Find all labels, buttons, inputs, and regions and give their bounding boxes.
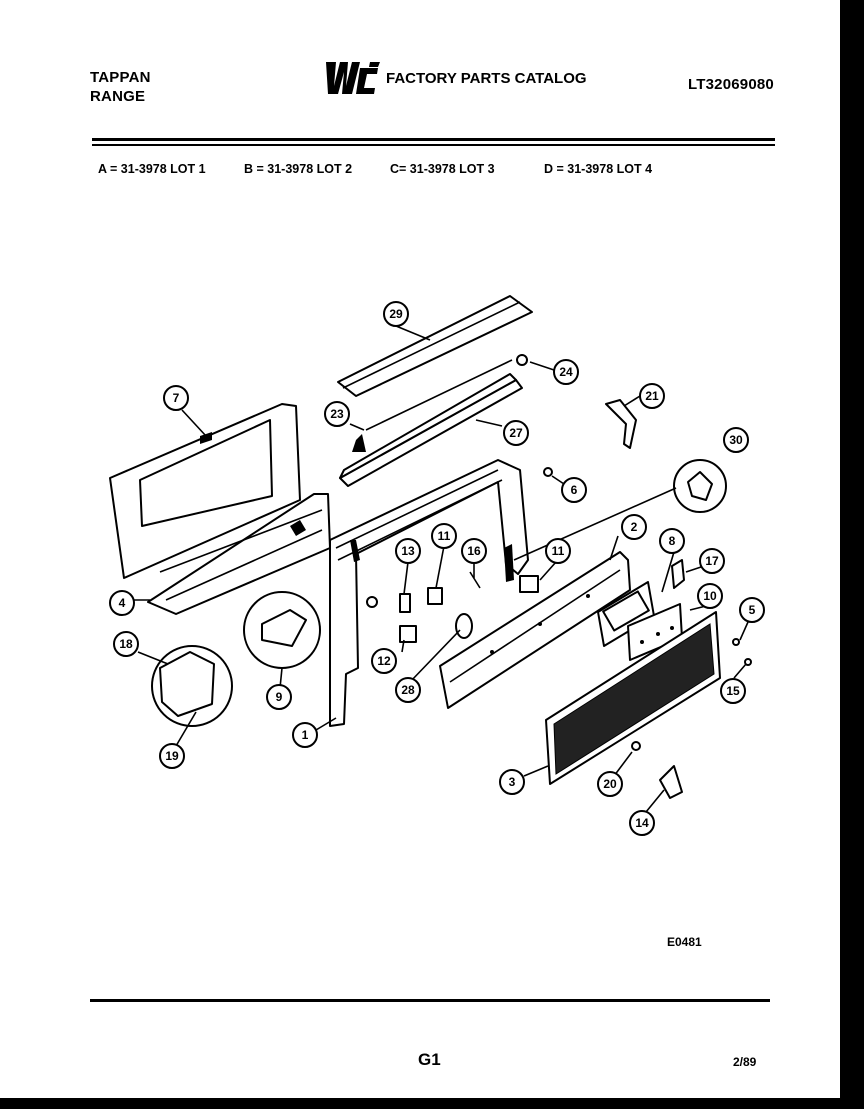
callout-14: 14 [629,810,655,836]
svg-text:5: 5 [749,603,756,617]
callout-27: 27 [503,420,529,446]
callout-20: 20 [597,771,623,797]
part-4-trim [147,493,331,615]
callout-21: 21 [639,383,665,409]
part-7-panel [109,403,301,579]
svg-text:10: 10 [703,589,717,603]
svg-text:1: 1 [302,728,309,742]
svg-text:13: 13 [401,544,415,558]
catalog-title: FACTORY PARTS CATALOG [386,69,587,87]
exploded-parts-diagram: 29 24 7 23 27 21 30 6 13 11 16 11 2 8 17… [109,295,765,836]
svg-text:20: 20 [603,777,617,791]
detail-30 [673,459,727,513]
svg-text:21: 21 [645,389,659,403]
svg-text:27: 27 [509,426,523,440]
small-components [366,399,752,799]
callout-18: 18 [113,631,139,657]
svg-text:3: 3 [509,775,516,789]
wci-logo-icon [326,62,380,94]
callout-29: 29 [383,301,409,327]
product-type: RANGE [90,88,146,105]
callout-24: 24 [553,359,579,385]
svg-text:28: 28 [401,683,415,697]
brand-name: TAPPAN [90,69,151,86]
lot-d: D = 31-3978 LOT 4 [544,162,653,176]
svg-text:14: 14 [635,816,649,830]
svg-text:2: 2 [631,520,638,534]
svg-text:30: 30 [729,433,743,447]
svg-text:17: 17 [705,554,719,568]
callout-13: 13 [395,538,421,564]
footer-rule [90,999,770,1002]
svg-text:12: 12 [377,654,391,668]
part-17-clip [671,559,685,589]
callout-11a: 11 [431,523,457,549]
callout-4: 4 [109,590,135,616]
callout-5: 5 [739,597,765,623]
svg-text:6: 6 [571,483,578,497]
header-rule [92,138,775,141]
callout-28: 28 [395,677,421,703]
detail-9 [243,591,321,669]
callout-2: 2 [621,514,647,540]
svg-text:23: 23 [330,407,344,421]
lot-a: A = 31-3978 LOT 1 [98,162,206,176]
catalog-page: TAPPAN RANGE FACTORY PARTS CATALOG LT320… [0,0,840,1098]
svg-text:24: 24 [559,365,573,379]
svg-text:7: 7 [173,391,180,405]
callout-12: 12 [371,648,397,674]
part-29-trim [337,295,533,397]
lot-c: C= 31-3978 LOT 3 [390,162,495,176]
callout-19: 19 [159,743,185,769]
part-3-glass [545,611,721,785]
callout-7: 7 [163,385,189,411]
svg-text:4: 4 [119,596,126,610]
svg-text:11: 11 [438,529,451,543]
svg-text:16: 16 [467,544,481,558]
brand-block: TAPPAN RANGE [90,68,151,106]
callout-16: 16 [461,538,487,564]
callout-10: 10 [697,583,723,609]
callout-3: 3 [499,769,525,795]
lot-b: B = 31-3978 LOT 2 [244,162,353,176]
header-rule-thin [92,144,775,146]
page-number: G1 [418,1050,441,1069]
detail-18-19 [151,645,233,727]
svg-text:18: 18 [119,637,133,651]
catalog-title-block: FACTORY PARTS CATALOG [322,60,587,96]
part-2-panel [439,551,631,709]
drawing-code: E0481 [667,935,702,949]
svg-text:8: 8 [669,534,676,548]
part-27-channel [339,354,528,487]
callout-1: 1 [292,722,318,748]
callout-11b: 11 [545,538,571,564]
revision-date: 2/89 [733,1055,757,1069]
callout-30: 30 [723,427,749,453]
callout-15: 15 [720,678,746,704]
callout-6: 6 [561,477,587,503]
svg-text:15: 15 [726,684,740,698]
svg-text:11: 11 [552,544,565,558]
model-number: LT32069080 [688,76,774,93]
svg-text:9: 9 [276,690,283,704]
callout-23: 23 [324,401,350,427]
svg-text:19: 19 [165,749,179,763]
callout-17: 17 [699,548,725,574]
callout-8: 8 [659,528,685,554]
svg-text:29: 29 [389,307,403,321]
callout-9: 9 [266,684,292,710]
part-1-frame [329,459,529,727]
part-8-bracket [597,581,655,647]
